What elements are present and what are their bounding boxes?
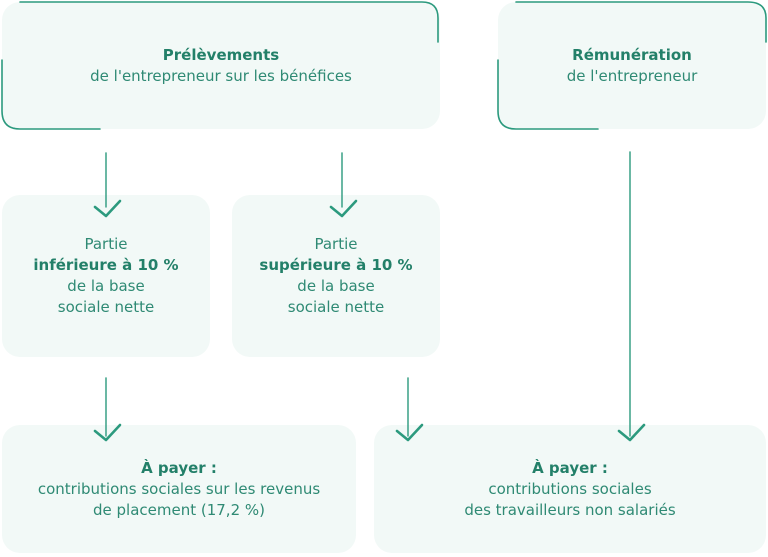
node-partie-superieure-line3: de la base xyxy=(297,277,375,295)
node-payer-tns-line2: contributions sociales xyxy=(488,479,652,498)
node-payer-tns-title: À payer : xyxy=(532,458,608,477)
node-partie-inferieure: Partie inférieure à 10 % de la base soci… xyxy=(2,195,210,357)
node-remuneration-subtitle: de l'entrepreneur xyxy=(566,66,698,85)
node-payer-tns: À payer : contributions sociales des tra… xyxy=(374,425,766,553)
node-prelevements-title: Prélèvements xyxy=(162,45,280,64)
node-partie-inferieure-emphasis: inférieure à 10 % xyxy=(33,256,179,274)
node-partie-inferieure-line1: Partie xyxy=(84,235,128,253)
node-prelevements: Prélèvements de l'entrepreneur sur les b… xyxy=(2,2,440,129)
node-prelevements-subtitle: de l'entrepreneur sur les bénéfices xyxy=(90,66,352,85)
node-partie-inferieure-line3: de la base xyxy=(67,277,145,295)
node-partie-superieure: Partie supérieure à 10 % de la base soci… xyxy=(232,195,440,357)
node-partie-superieure-line1: Partie xyxy=(314,235,358,253)
node-remuneration-title: Rémunération xyxy=(572,45,692,64)
node-payer-placement-title: À payer : xyxy=(141,458,217,477)
node-remuneration: Rémunération de l'entrepreneur xyxy=(498,2,766,129)
node-partie-inferieure-line4: sociale nette xyxy=(57,298,155,316)
node-payer-placement: À payer : contributions sociales sur les… xyxy=(2,425,356,553)
node-payer-placement-line3: de placement (17,2 %) xyxy=(93,500,265,519)
node-payer-tns-line3: des travailleurs non salariés xyxy=(464,500,676,519)
node-payer-placement-line2: contributions sociales sur les revenus xyxy=(37,479,321,498)
node-partie-superieure-emphasis: supérieure à 10 % xyxy=(259,256,413,274)
node-partie-superieure-line4: sociale nette xyxy=(287,298,385,316)
